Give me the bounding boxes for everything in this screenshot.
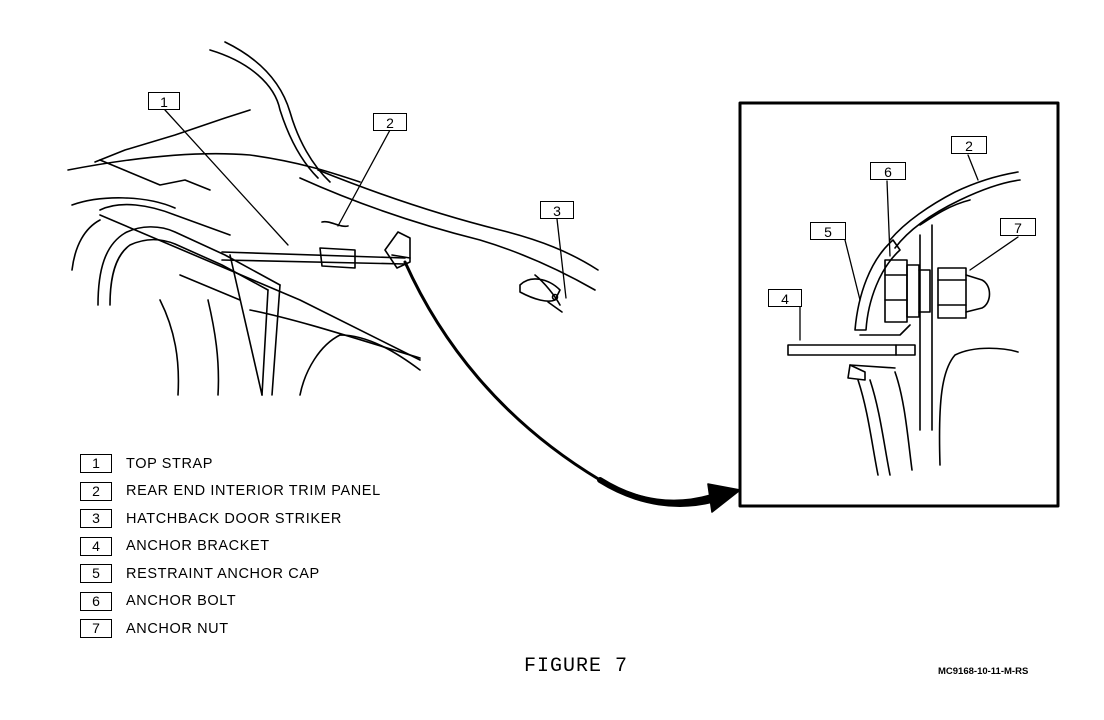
detail-callout-2: 2 [951, 136, 987, 154]
parts-legend: 1 TOP STRAP 2 REAR END INTERIOR TRIM PAN… [80, 450, 381, 643]
legend-number: 7 [80, 619, 112, 639]
legend-number: 3 [80, 509, 112, 529]
legend-number: 4 [80, 536, 112, 556]
detail-callout-5: 5 [810, 222, 846, 240]
figure-caption: FIGURE 7 [524, 655, 629, 678]
detail-callout-4: 4 [768, 289, 802, 307]
legend-item: 5 RESTRAINT ANCHOR CAP [80, 560, 381, 588]
legend-item: 1 TOP STRAP [80, 450, 381, 478]
overview-leaders [164, 109, 567, 299]
legend-item: 6 ANCHOR BOLT [80, 588, 381, 616]
legend-item: 2 REAR END INTERIOR TRIM PANEL [80, 478, 381, 506]
detail-callout-6: 6 [870, 162, 906, 180]
legend-label: TOP STRAP [126, 455, 214, 472]
callout-2: 2 [373, 113, 407, 131]
legend-item: 4 ANCHOR BRACKET [80, 533, 381, 561]
detail-callout-7: 7 [1000, 218, 1036, 236]
legend-item: 7 ANCHOR NUT [80, 615, 381, 643]
legend-label: ANCHOR BRACKET [126, 538, 270, 555]
callout-1: 1 [148, 92, 180, 110]
legend-label: RESTRAINT ANCHOR CAP [126, 565, 320, 582]
callout-3: 3 [540, 201, 574, 219]
legend-label: HATCHBACK DOOR STRIKER [126, 510, 342, 527]
legend-number: 1 [80, 454, 112, 474]
detail-frame [738, 101, 1060, 508]
detail-leaders [799, 154, 1019, 341]
legend-label: REAR END INTERIOR TRIM PANEL [126, 483, 381, 500]
legend-number: 5 [80, 564, 112, 584]
legend-item: 3 HATCHBACK DOOR STRIKER [80, 505, 381, 533]
legend-label: ANCHOR BOLT [126, 593, 237, 610]
legend-number: 6 [80, 591, 112, 611]
legend-label: ANCHOR NUT [126, 620, 229, 637]
figure-code: MC9168-10-11-M-RS [938, 666, 1029, 677]
legend-number: 2 [80, 481, 112, 501]
vehicle-interior-overview [67, 41, 599, 396]
anchor-detail-drawing [787, 171, 1021, 476]
